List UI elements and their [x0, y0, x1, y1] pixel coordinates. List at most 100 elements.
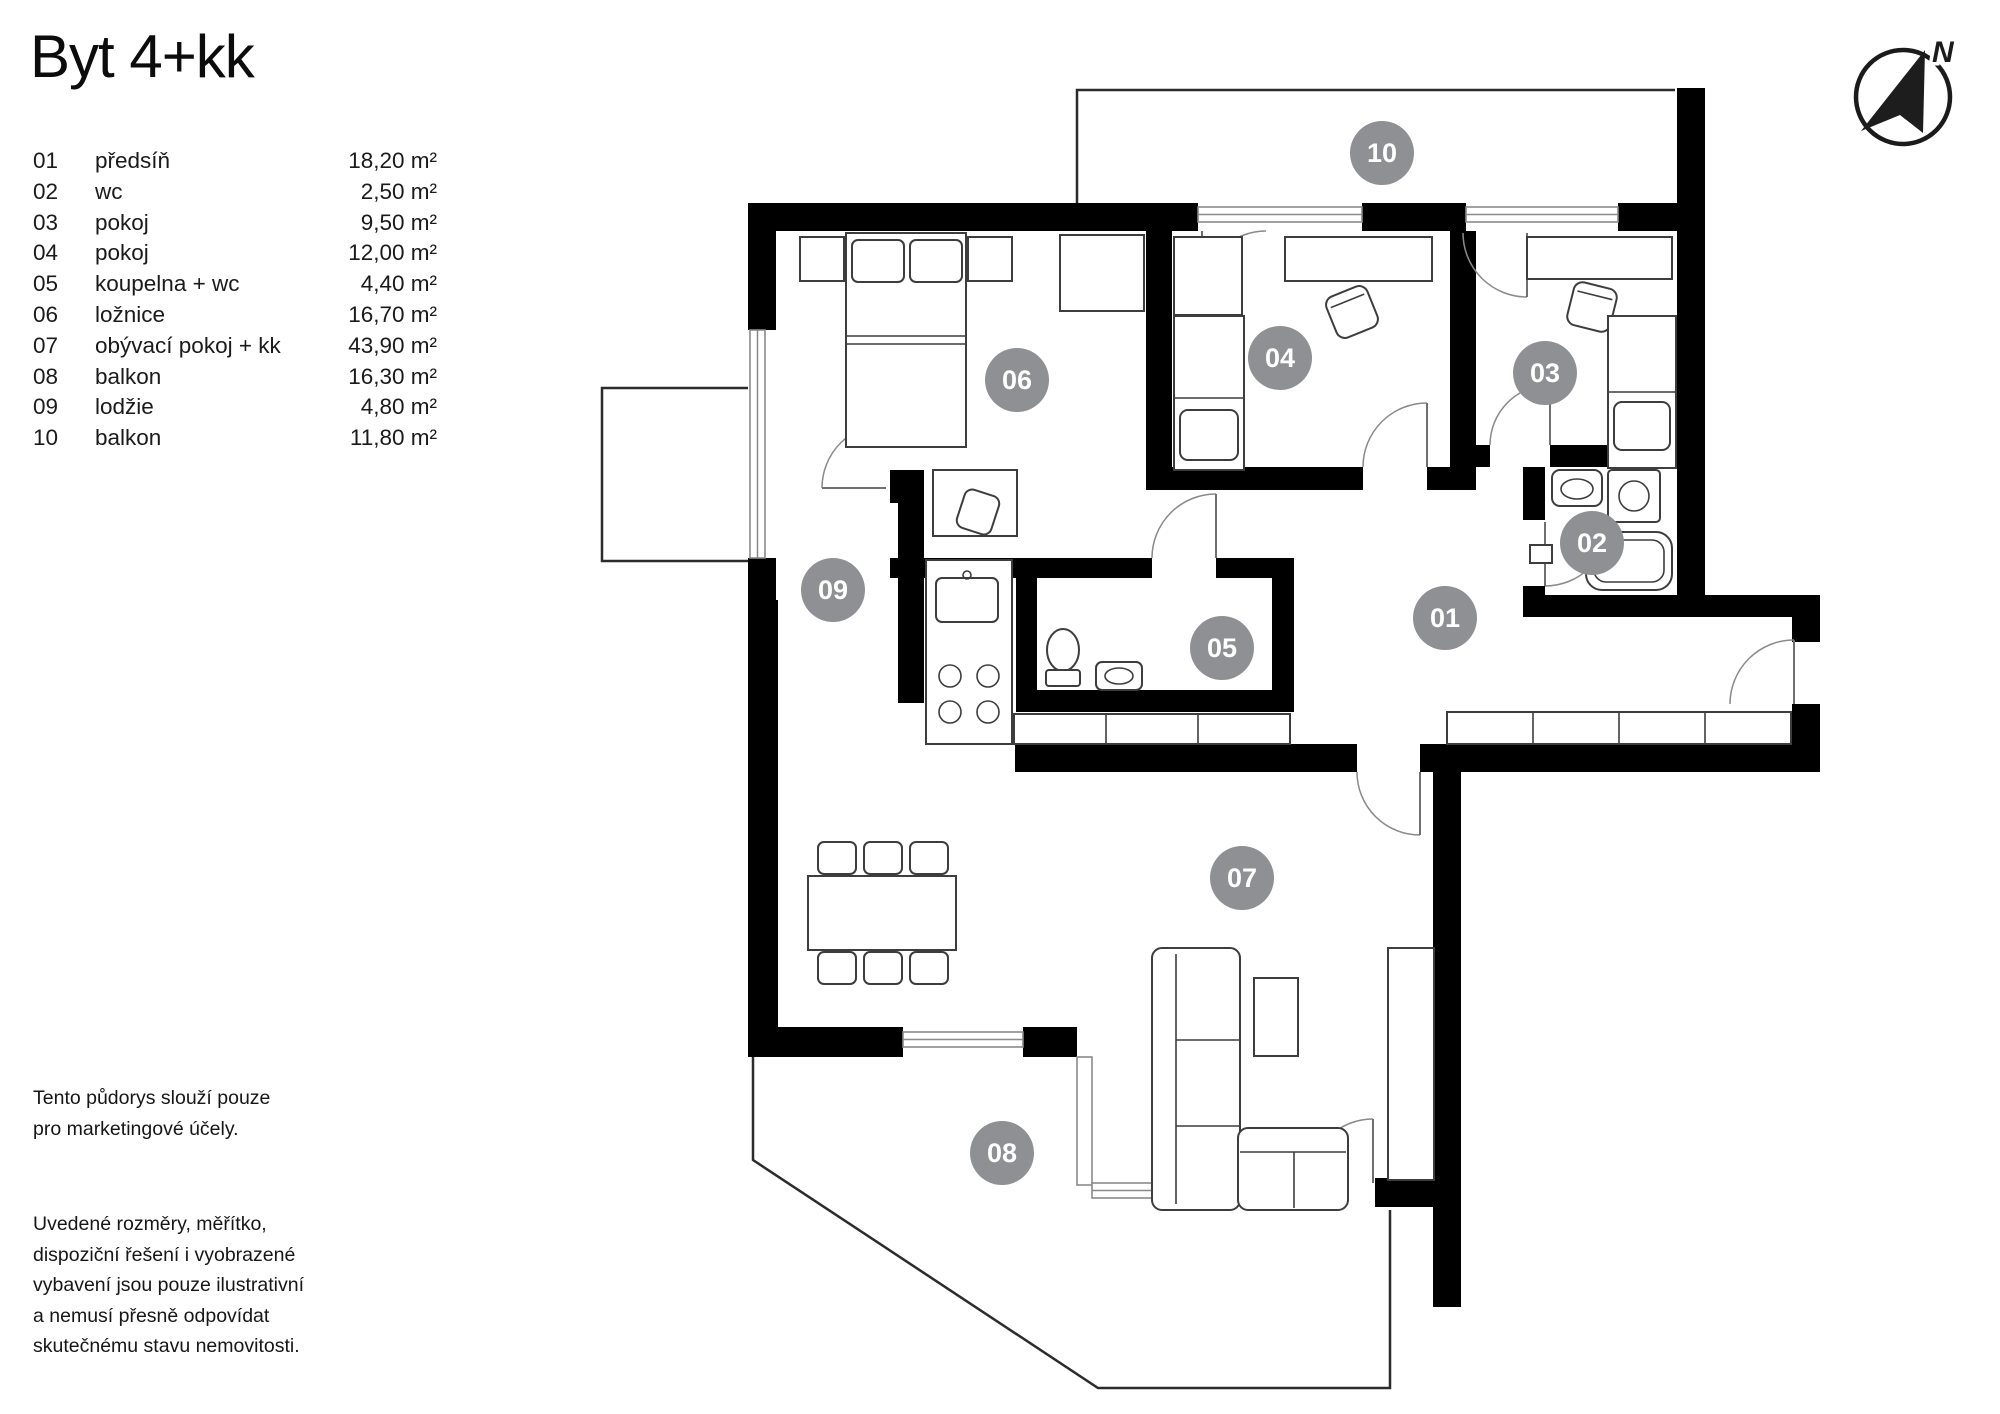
room-badge-05: 05: [1190, 616, 1254, 680]
legend-room-number: 02: [33, 178, 59, 204]
single-bed-icon: [1607, 315, 1677, 469]
legend-row: 03 pokoj 9,50 m²: [33, 210, 437, 241]
compass-needle-icon: [1861, 50, 1925, 133]
room-badge-04: 04: [1248, 326, 1312, 390]
nightstand-icon: [799, 236, 845, 282]
legend-room-number: 09: [33, 394, 59, 420]
room-badge-label: 06: [1001, 364, 1033, 395]
legend-room-area: 43,90 m²: [348, 332, 437, 358]
legend-row: 04 pokoj 12,00 m²: [33, 240, 437, 271]
stove-icon: [938, 664, 1000, 724]
legend-row: 06 ložnice 16,70 m²: [33, 302, 437, 333]
room-badge-01: 01: [1413, 586, 1477, 650]
legend-room-number: 01: [33, 148, 59, 173]
room-badge-09: 09: [801, 558, 865, 622]
legend-room-area: 11,80 m²: [349, 425, 437, 451]
kitchen-counter-run-icon: [1013, 713, 1291, 745]
desk-icon: [1284, 236, 1433, 282]
disclaimer-dimensions: Uvedené rozměry, měřítko, dispoziční řeš…: [33, 1213, 304, 1357]
room-badge-10: 10: [1350, 121, 1414, 185]
fixture-icon: [1529, 544, 1553, 564]
room-badge-label: 01: [1429, 602, 1461, 633]
legend-room-number: 05: [33, 271, 59, 297]
legend-room-name: lodžie: [95, 394, 154, 420]
dining-table-icon: [807, 841, 957, 985]
compass-north-label: N: [1932, 36, 1955, 69]
living-07-furniture: [807, 841, 1435, 1211]
chair-icon: [1566, 281, 1618, 333]
bathroom-05-fixtures: [1045, 628, 1143, 691]
room-legend: 01 předsíň 18,20 m² 02 wc 2,50 m² 03 pokoj 9,5…: [33, 148, 437, 456]
balcony-10-outline: [1075, 88, 1675, 203]
double-bed-icon: [845, 232, 967, 448]
room-04-furniture: [1173, 236, 1433, 471]
page-title: Byt 4+kk: [30, 23, 255, 90]
room-badge-label: 03: [1529, 357, 1561, 388]
legend-row: 07 obývací pokoj + kk 43,90 m²: [33, 333, 437, 364]
room-badge-06: 06: [985, 348, 1049, 412]
legend-row: 10 balkon 11,80 m²: [33, 425, 437, 456]
room-03-furniture: [1526, 236, 1677, 469]
legend-room-area: 12,00 m²: [348, 240, 437, 266]
washbasin-icon: [1551, 469, 1603, 507]
wardrobe-icon: [1173, 236, 1243, 316]
room-badge-label: 08: [986, 1137, 1018, 1168]
legend-room-name: pokoj: [95, 209, 149, 235]
legend-room-number: 10: [33, 425, 59, 451]
legend-row: 05 koupelna + wc 4,40 m²: [33, 271, 437, 302]
bedroom-06-furniture: [799, 232, 1145, 537]
washing-machine-icon: [1607, 469, 1661, 523]
nightstand-icon: [967, 236, 1013, 282]
legend-room-area: 18,20 m²: [348, 148, 437, 173]
desk-icon: [1526, 236, 1673, 280]
legend-room-number: 04: [33, 240, 59, 266]
sofa-icon: [1151, 947, 1349, 1211]
loggia-09-outline: [600, 386, 748, 563]
washbasin-icon: [1095, 661, 1143, 691]
built-in-wardrobe-icon: [1446, 711, 1792, 745]
room-badge-08: 08: [970, 1121, 1034, 1185]
compass: N: [1853, 33, 1959, 147]
room-badge-02: 02: [1560, 511, 1624, 575]
legend-row: 02 wc 2,50 m²: [33, 179, 437, 210]
legend-room-area: 4,40 m²: [360, 271, 437, 297]
legend-row: 01 předsíň 18,20 m²: [33, 148, 437, 179]
disclaimer-marketing: Tento půdorys slouží pouze pro marketing…: [33, 1087, 271, 1140]
legend-room-area: 2,50 m²: [360, 178, 437, 204]
kitchen-sink-icon: [935, 570, 999, 623]
legend-room-name: wc: [95, 178, 123, 204]
room-badge-label: 07: [1226, 862, 1258, 893]
legend-room-number: 03: [33, 209, 59, 235]
room-badge-label: 04: [1264, 342, 1296, 373]
room-badge-label: 10: [1366, 137, 1398, 168]
room-badge-03: 03: [1513, 341, 1577, 405]
legend-room-name: předsíň: [95, 148, 171, 173]
legend-room-area: 16,70 m²: [348, 301, 437, 327]
wardrobe-icon: [1059, 234, 1145, 312]
legend-room-name: obývací pokoj + kk: [95, 332, 281, 358]
single-bed-icon: [1173, 315, 1245, 471]
legend-room-name: ložnice: [95, 301, 166, 327]
room-badge-07: 07: [1210, 846, 1274, 910]
chair-icon: [955, 488, 1001, 536]
legend-room-name: balkon: [95, 363, 162, 389]
hall-01-furniture: [1446, 711, 1792, 745]
kitchen-furniture: [925, 559, 1291, 745]
legend-room-name: balkon: [95, 425, 162, 451]
toilet-icon: [1045, 628, 1081, 687]
room-badge-label: 05: [1206, 632, 1238, 663]
legend-room-name: koupelna + wc: [95, 271, 240, 297]
compass-circle-icon: [1853, 47, 1953, 147]
room-badge-label: 02: [1576, 527, 1608, 558]
legend-room-number: 07: [33, 332, 59, 358]
legend-room-number: 06: [33, 301, 59, 327]
legend-room-area: 9,50 m²: [360, 209, 437, 235]
legend-room-area: 16,30 m²: [348, 363, 437, 389]
chair-icon: [1325, 285, 1379, 339]
tv-cabinet-icon: [1387, 947, 1435, 1181]
legend-room-name: pokoj: [95, 240, 149, 266]
